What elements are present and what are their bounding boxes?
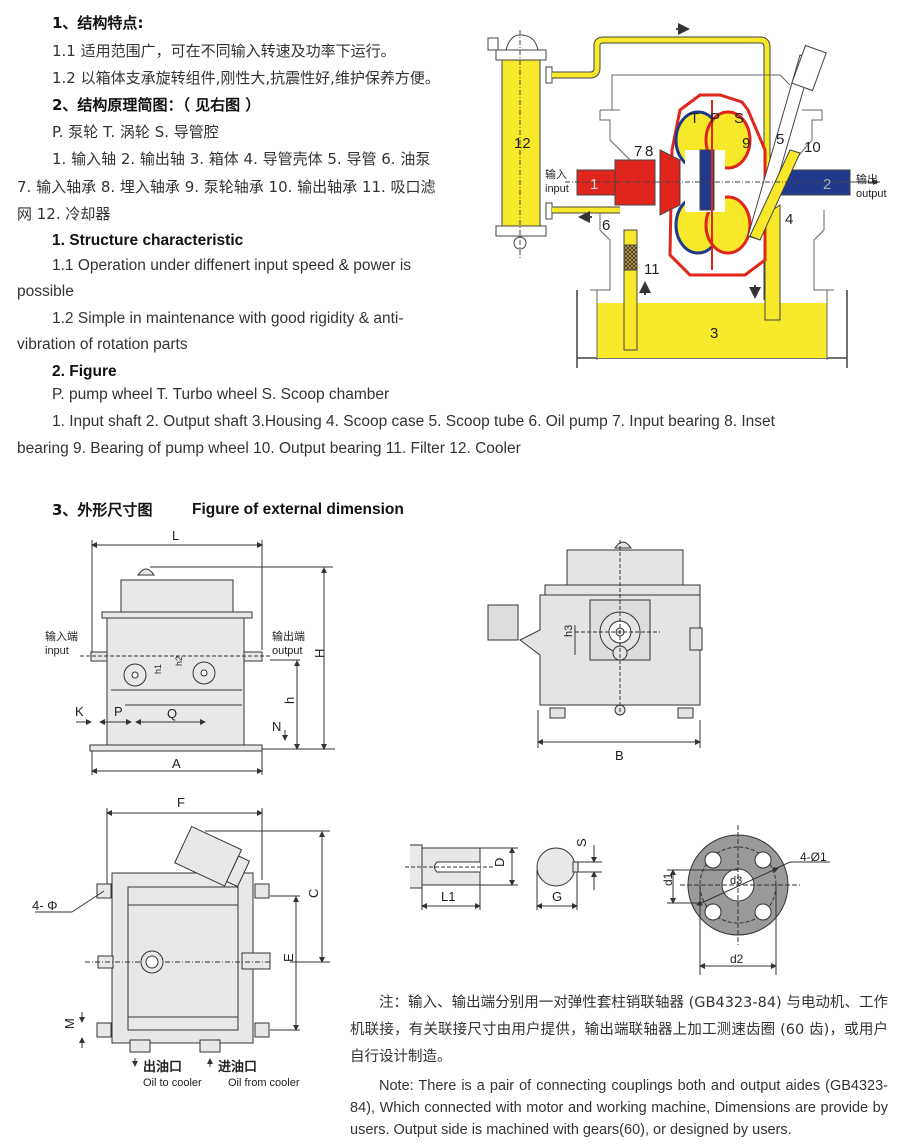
oil-out-cn: 出油口 (143, 1059, 182, 1074)
parts-cn: 1. 输入轴 2. 输出轴 3. 箱体 4. 导管壳体 5. 导管 6. 油泵 (52, 150, 431, 168)
flange-holes: 4-Ø1 (800, 850, 827, 864)
input-en: input (545, 183, 569, 195)
dim-K: K (75, 704, 84, 719)
dim-H: H (312, 649, 327, 658)
dim-P: P (114, 704, 123, 719)
input-end-en: input (45, 645, 69, 657)
filter (623, 244, 638, 271)
label-10: 10 (804, 139, 821, 156)
label-11: 11 (644, 261, 660, 278)
dim-d2: d2 (730, 952, 744, 966)
legend-en: P. pump wheel T. Turbo wheel S. Scoop ch… (52, 386, 390, 403)
output-end-en: output (272, 645, 303, 657)
dim-F: F (177, 795, 185, 810)
holes-label: 4- Φ (32, 898, 58, 913)
label-6: 6 (602, 217, 610, 234)
label-1: 1 (590, 176, 598, 193)
dim-E: E (281, 953, 296, 962)
section2-heading: 2、结构原理简图：（ 见右图 ） (52, 96, 261, 114)
dim-D: D (492, 858, 507, 867)
shaft-detail (405, 844, 602, 910)
parts-en: bearing 9. Bearing of pump wheel 10. Out… (17, 440, 521, 457)
label-5: 5 (776, 131, 784, 148)
structure-item-en: vibration of rotation parts (17, 336, 188, 353)
oil-in-en: Oil from cooler (228, 1077, 300, 1089)
parts-cn: 7. 输入轴承 8. 埋入轴承 9. 泵轮轴承 10. 输出轴承 11. 吸口滤 (17, 178, 436, 196)
output-en: output (856, 188, 887, 200)
dim-d3: d3 (730, 875, 742, 887)
dim-d1: d1 (661, 872, 675, 886)
label-P: P (710, 110, 720, 127)
oil-in-cn: 进油口 (218, 1059, 257, 1074)
dim-C: C (306, 889, 321, 898)
dim-G: G (552, 889, 562, 904)
front-view (76, 540, 335, 775)
label-2: 2 (823, 176, 831, 193)
dim-B: B (615, 748, 624, 763)
figure-heading-en: 2. Figure (52, 363, 117, 380)
cooler (487, 30, 553, 258)
flange-detail (667, 825, 830, 975)
output-cn: 输出 (856, 172, 878, 186)
dim-L1: L1 (441, 889, 455, 904)
dim-N: N (272, 719, 281, 734)
schematic-labels: 12 1 2 3 4 5 6 7 8 9 10 11 T P S 输入 inpu… (514, 110, 887, 342)
coupling-schematic (487, 23, 880, 368)
structure-item-en: 1.1 Operation under diffenert input spee… (52, 257, 412, 274)
section3-heading-cn: 3、外形尺寸图 (52, 501, 153, 519)
dim-h3: h3 (563, 625, 575, 637)
structure-item-en: possible (17, 283, 74, 300)
label-7: 7 (634, 143, 642, 160)
dim-h1: h1 (153, 664, 163, 674)
section1-heading: 1、结构特点: (52, 14, 144, 32)
legend-cn: P. 泵轮 T. 涡轮 S. 导管腔 (52, 123, 219, 141)
dim-h2: h2 (174, 656, 184, 666)
label-3: 3 (710, 325, 718, 342)
oil-out-en: Oil to cooler (143, 1077, 202, 1089)
section3-heading-en: Figure of external dimension (192, 501, 404, 518)
structure-item-en: 1.2 Simple in maintenance with good rigi… (52, 310, 404, 327)
label-8: 8 (645, 143, 653, 160)
note-en: Note: There is a pair of connecting coup… (350, 1078, 888, 1138)
dim-Q: Q (167, 706, 177, 721)
side-view-labels: B h3 (563, 625, 624, 763)
section1-item: 1.1 适用范围广，可在不同输入转速及功率下运行。 (52, 42, 396, 60)
input-cn: 输入 (545, 167, 567, 181)
note: 注：输入、输出端分别用一对弹性套柱销联轴器 (GB4323-84) 与电动机、工… (350, 990, 888, 1141)
dim-S: S (574, 838, 589, 847)
label-T: T (690, 110, 699, 127)
plan-view-labels: F C E M 4- Φ 出油口 Oil to cooler 进油口 Oil f… (32, 795, 321, 1089)
note-cn: 注：输入、输出端分别用一对弹性套柱销联轴器 (GB4323-84) 与电动机、工… (350, 995, 888, 1065)
input-end-cn: 输入端 (45, 629, 78, 643)
scoop-tube (747, 44, 827, 241)
section1-item: 1.2 以箱体支承旋转组件,刚性大,抗震性好,维护保养方便。 (52, 69, 440, 87)
label-9: 9 (742, 135, 750, 152)
dim-L: L (172, 528, 179, 543)
label-S: S (734, 110, 744, 127)
detail-labels: L1 D G S d1 d2 d3 4-Ø1 (441, 838, 827, 966)
dim-h: h (282, 697, 297, 704)
plan-view (35, 808, 330, 1067)
parts-cn: 网 12. 冷却器 (17, 205, 111, 223)
label-4: 4 (785, 211, 793, 228)
parts-en: 1. Input shaft 2. Output shaft 3.Housing… (52, 413, 775, 430)
label-12: 12 (514, 135, 531, 152)
dim-A: A (172, 756, 181, 771)
side-view (487, 540, 703, 748)
dim-M: M (62, 1018, 77, 1029)
structure-heading-en: 1. Structure characteristic (52, 232, 244, 249)
front-view-labels: L H h K P Q N A h1 h2 输入端 input 输出端 outp… (45, 528, 327, 771)
output-end-cn: 输出端 (272, 629, 305, 643)
